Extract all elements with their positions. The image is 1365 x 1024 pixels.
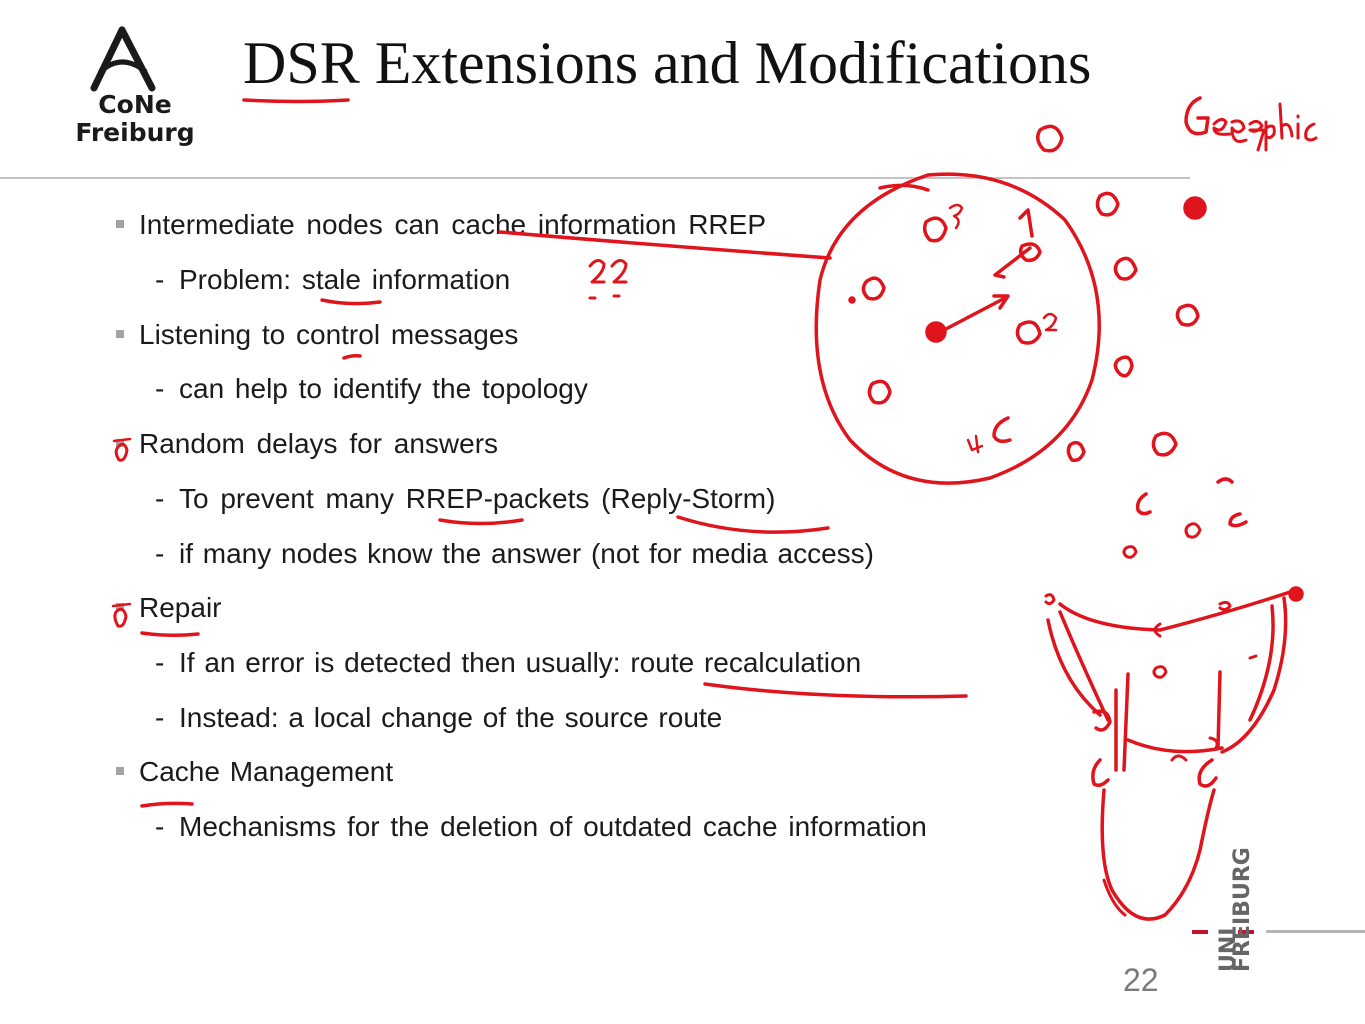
sub-bullet-text: If an error is detected then usually: ro… (179, 647, 862, 678)
antenna-icon (90, 26, 156, 92)
sub-bullet-text: To prevent many RREP-packets (Reply-Stor… (179, 483, 776, 514)
sub-bullet-text: Problem: stale information (179, 264, 511, 295)
sub-bullet-text: Mechanisms for the deletion of outdated … (179, 811, 927, 842)
uni-freiburg-logo: UNI FREIBURG (1188, 847, 1365, 980)
header-divider (0, 177, 1190, 179)
page-number: 22 (1123, 962, 1159, 998)
bullet-text: Repair (139, 592, 222, 623)
dash-marker-icon: - (155, 811, 165, 842)
bullet-text: Intermediate nodes can cache information… (139, 209, 766, 240)
dash-marker-icon: - (155, 538, 165, 569)
sub-bullet-text: can help to identify the topology (179, 373, 588, 404)
uni-logo-mark-icon (1192, 930, 1365, 934)
bullet-marker-icon (116, 330, 124, 338)
bullet-marker-icon (116, 220, 124, 228)
bullet-text: Listening to control messages (139, 319, 519, 350)
uni-logo-text-freiburg: FREIBURG (1230, 847, 1255, 972)
dash-marker-icon: - (155, 702, 165, 733)
bullet-marker-icon (116, 767, 124, 775)
logo-text-cone: CoNe (98, 90, 172, 119)
cone-freiburg-logo: CoNe Freiburg (60, 22, 210, 157)
dash-marker-icon: - (155, 647, 165, 678)
logo-text-freiburg: Freiburg (75, 118, 195, 147)
dash-marker-icon: - (155, 373, 165, 404)
dash-marker-icon: - (155, 264, 165, 295)
sub-bullet-text: Instead: a local change of the source ro… (179, 702, 723, 733)
bullet-marker-icon (116, 603, 124, 611)
bullet-text: Random delays for answers (139, 428, 499, 459)
slide-title: DSR Extensions and Modifications (243, 30, 1092, 96)
bullet-text: Cache Management (139, 756, 394, 787)
sub-bullet-text: if many nodes know the answer (not for m… (179, 538, 874, 569)
dash-marker-icon: - (155, 483, 165, 514)
bullet-marker-icon (116, 439, 124, 447)
